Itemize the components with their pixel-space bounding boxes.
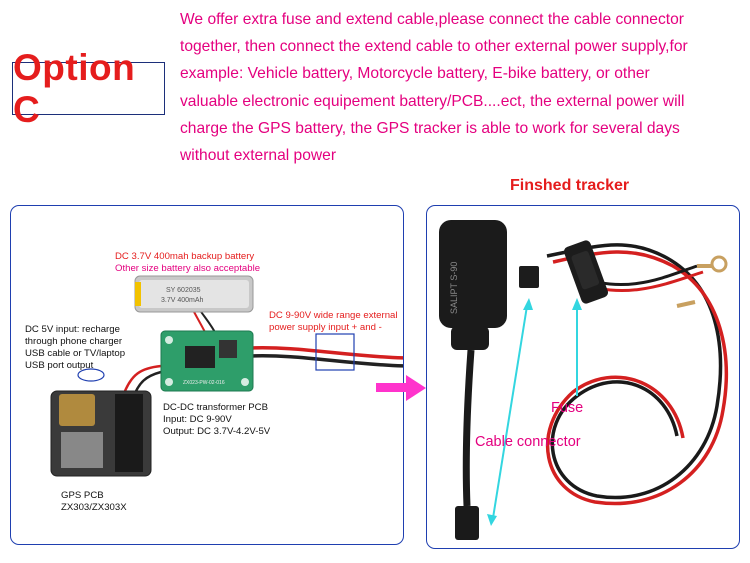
cable-connector-arrows: [487, 298, 533, 526]
bottom-connector: [455, 506, 479, 540]
gps-line: ZX303/ZX303X: [61, 502, 127, 513]
power-input-marker: [315, 333, 355, 371]
connector-plug: [519, 266, 539, 288]
ring-terminal-icon: [697, 255, 728, 273]
finished-tracker-panel: SALIPT S-90 Fuse Cable connector: [426, 205, 740, 549]
option-label: Option C: [13, 46, 136, 130]
device-print: SALIPT S-90: [449, 262, 459, 314]
dc5v-line: DC 5V input: recharge: [25, 324, 120, 335]
fuse-arrow: [572, 298, 582, 396]
gps-line: GPS PCB: [61, 490, 104, 501]
fuse-holder: [563, 240, 609, 304]
wide-range-line: DC 9-90V wide range external: [269, 310, 398, 321]
description-line: without external power: [180, 147, 337, 165]
pcb-illustration: SY 602035 3.7V 400mAh ZX023-PW-02-016: [50, 275, 403, 477]
wide-range-line: power supply input + and -: [269, 322, 382, 333]
battery-sublabel: Other size battery also acceptable: [115, 263, 261, 274]
usb-port-marker: [77, 368, 105, 382]
battery-print-2: 3.7V 400mAh: [161, 297, 204, 304]
battery-print-1: SY 602035: [166, 287, 201, 294]
cable-connector-label: Cable connector: [475, 434, 581, 450]
transformer-pcb: ZX023-PW-02-016: [160, 330, 254, 392]
description-line: charge the GPS battery, the GPS tracker …: [180, 119, 680, 137]
pcb-photo-panel: SY 602035 3.7V 400mAh ZX023-PW-02-016 DC…: [10, 205, 404, 545]
transformer-line: Input: DC 9-90V: [163, 414, 232, 425]
option-badge: Option C: [12, 47, 165, 130]
transformer-line: DC-DC transformer PCB: [163, 402, 269, 413]
description-line: valuable electronic equipement battery/P…: [180, 92, 685, 110]
dc5v-line: USB port output: [25, 360, 94, 371]
finished-tracker-title: Finshed tracker: [510, 177, 630, 194]
dc5v-line: USB cable or TV/laptop: [25, 348, 126, 359]
description: We offer extra fuse and extend cable,ple…: [180, 6, 745, 169]
pcb-code: ZX023-PW-02-016: [183, 380, 225, 386]
gps-pcb: [50, 390, 152, 477]
dc5v-line: through phone charger: [25, 336, 123, 347]
battery-label: DC 3.7V 400mah backup battery: [115, 251, 255, 262]
tracker-body: SALIPT S-90: [439, 220, 507, 350]
fuse-label: Fuse: [551, 400, 584, 416]
description-line: We offer extra fuse and extend cable,ple…: [180, 11, 684, 28]
tracker-illustration: SALIPT S-90: [439, 220, 729, 540]
transformer-line: Output: DC 3.7V-4.2V-5V: [163, 426, 271, 437]
description-line: example: Vehicle battery, Motorcycle bat…: [180, 65, 650, 83]
battery: SY 602035 3.7V 400mAh: [134, 275, 254, 313]
description-line: together, then connect the extend cable …: [180, 38, 688, 56]
